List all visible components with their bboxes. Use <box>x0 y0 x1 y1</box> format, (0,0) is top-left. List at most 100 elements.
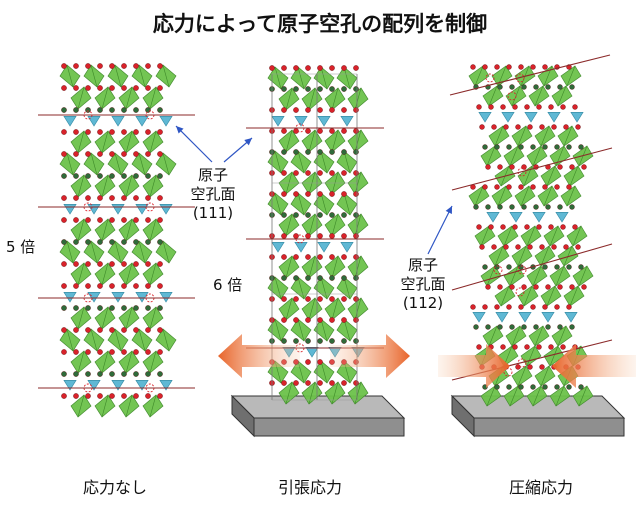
atom <box>341 65 347 71</box>
atom <box>494 144 500 150</box>
octahedron-edge <box>320 150 328 174</box>
caption-compressive-stress: 圧縮応力 <box>508 478 573 497</box>
octahedron-edge <box>297 318 305 342</box>
octahedron-edge <box>331 129 339 153</box>
atom <box>530 384 536 390</box>
atom <box>521 284 527 290</box>
atom <box>539 244 545 250</box>
atom <box>61 283 67 289</box>
atom <box>506 64 512 70</box>
atom <box>497 324 503 330</box>
atom <box>353 191 359 197</box>
octahedron-edge <box>488 325 498 347</box>
octahedron-edge <box>320 318 328 342</box>
atom <box>109 173 115 179</box>
atom <box>530 184 536 190</box>
atom <box>554 144 560 150</box>
atom <box>524 104 530 110</box>
atom <box>109 305 115 311</box>
compressive-arrow-left <box>438 344 510 388</box>
atom <box>317 275 323 281</box>
atom <box>109 261 115 267</box>
atom <box>133 349 139 355</box>
atom <box>317 149 323 155</box>
octahedron-edge <box>509 265 519 287</box>
octahedron-edge <box>343 318 351 342</box>
octahedron-edge <box>572 225 582 247</box>
octahedron-edge <box>77 306 85 330</box>
octahedron-edge <box>114 328 122 352</box>
tetrahedron <box>87 116 101 127</box>
atom <box>85 261 91 267</box>
atom <box>85 239 91 245</box>
atom <box>506 264 512 270</box>
atom <box>61 261 67 267</box>
atom <box>109 129 115 135</box>
atom <box>73 85 79 91</box>
octahedron-edge <box>66 64 74 88</box>
atom <box>73 327 79 333</box>
atom <box>557 84 563 90</box>
octahedron-edge <box>90 152 98 176</box>
atom <box>476 104 482 110</box>
period-label-tensile: 6 倍 <box>213 276 243 294</box>
caption-tensile-stress: 引張応力 <box>277 478 342 497</box>
substrate-compressive-side <box>451 394 475 438</box>
atom <box>341 149 347 155</box>
label-112-line-3: (112) <box>402 294 444 312</box>
octahedron-edge <box>101 350 109 374</box>
atom <box>97 349 103 355</box>
atom <box>353 128 359 134</box>
octahedron-edge <box>488 85 498 107</box>
atom <box>281 317 287 323</box>
tetrahedron <box>87 204 101 215</box>
octahedron-edge <box>503 225 513 247</box>
tetrahedron <box>159 204 173 215</box>
atom <box>85 393 91 399</box>
atom <box>353 296 359 302</box>
atom <box>97 283 103 289</box>
atom <box>97 151 103 157</box>
atom <box>329 86 335 92</box>
atom <box>353 254 359 260</box>
octahedron-edge <box>90 240 98 264</box>
octahedron-edge <box>331 87 339 111</box>
octahedron-edge <box>138 328 146 352</box>
octahedron-edge <box>138 64 146 88</box>
octahedron-edge <box>297 276 305 300</box>
atom <box>509 164 515 170</box>
atom <box>497 204 503 210</box>
octahedron-edge <box>274 66 282 90</box>
octahedron-edge <box>162 240 170 264</box>
atom <box>542 264 548 270</box>
atom <box>329 149 335 155</box>
atom <box>317 317 323 323</box>
octahedron-edge <box>101 130 109 154</box>
atom <box>329 233 335 239</box>
atom <box>121 393 127 399</box>
tensile-arrow-right <box>330 334 410 378</box>
atom <box>157 107 163 113</box>
tetrahedron <box>524 112 538 123</box>
atom <box>317 212 323 218</box>
vacancy-site <box>515 287 525 297</box>
octahedron-edge <box>308 87 316 111</box>
atom <box>73 393 79 399</box>
atom <box>527 124 533 130</box>
period-label-unstrained: 5 倍 <box>6 238 36 256</box>
octahedron-edge <box>534 325 544 347</box>
atom <box>157 129 163 135</box>
octahedron-edge <box>149 306 157 330</box>
atom <box>281 149 287 155</box>
atom <box>548 224 554 230</box>
atom <box>85 217 91 223</box>
atom <box>509 324 515 330</box>
substrate-tensile-side <box>231 394 255 438</box>
atom <box>329 296 335 302</box>
atom <box>133 151 139 157</box>
octahedron-edge <box>494 245 504 267</box>
atom <box>61 107 67 113</box>
tetrahedron <box>159 380 173 391</box>
atom <box>145 393 151 399</box>
